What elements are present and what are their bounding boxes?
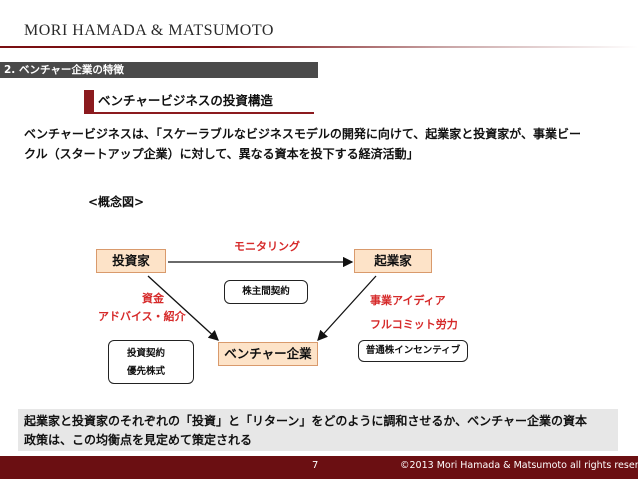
conclusion-line-2: 政策は、この均衡点を見定めて策定される	[24, 433, 253, 447]
venture-node: ベンチャー企業	[218, 342, 318, 366]
investment-contract-text: 投資契約	[127, 348, 166, 359]
investor-to-venture-arrow	[147, 275, 219, 341]
footer-bar: 7 ©2013 Mori Hamada & Matsumoto all righ…	[0, 456, 638, 479]
copyright-text: ©2013 Mori Hamada & Matsumoto all rights…	[400, 460, 638, 471]
subtitle-underline	[84, 112, 314, 114]
firm-logo: MORI HAMADA & MATSUMOTO	[24, 22, 274, 40]
slide-subtitle: ベンチャービジネスの投資構造	[98, 93, 273, 108]
advice-label: アドバイス・紹介	[98, 310, 186, 323]
business-idea-label: 事業アイディア	[370, 294, 446, 307]
conclusion-line-1: 起業家と投資家のそれぞれの「投資」と「リターン」をどのように調和させるか、ベンチ…	[24, 414, 588, 428]
intro-line-1: ベンチャービジネスは、「スケーラブルなビジネスモデルの開発に向けて、起業家と投資…	[24, 127, 582, 141]
intro-paragraph: ベンチャービジネスは、「スケーラブルなビジネスモデルの開発に向けて、起業家と投資…	[24, 124, 614, 164]
firm-name: MORI HAMADA & MATSUMOTO	[24, 22, 274, 39]
full-commitment-label: フルコミット労力	[370, 318, 458, 331]
section-title: 2. ベンチャー企業の特徴	[0, 62, 318, 78]
common-stock-box: 普通株インセンティブ	[358, 340, 468, 362]
investor-node: 投資家	[96, 249, 166, 273]
header-divider	[0, 46, 638, 48]
entrepreneur-node: 起業家	[354, 249, 432, 273]
concept-label: <概念図>	[88, 195, 145, 209]
conclusion-box: 起業家と投資家のそれぞれの「投資」と「リターン」をどのように調和させるか、ベンチ…	[18, 409, 618, 451]
investment-terms-box: 投資契約 優先株式	[108, 340, 194, 384]
shareholder-agreement-box: 株主間契約	[224, 280, 308, 304]
preferred-stock-text: 優先株式	[127, 366, 166, 377]
funds-label: 資金	[142, 292, 164, 305]
monitoring-label: モニタリング	[234, 240, 300, 253]
intro-line-2: クル（スタートアップ企業）に対して、異なる資本を投下する経済活動」	[24, 147, 419, 161]
page-number: 7	[312, 460, 319, 471]
entrepreneur-to-venture-arrow	[317, 275, 377, 341]
subtitle-marker	[84, 90, 94, 112]
